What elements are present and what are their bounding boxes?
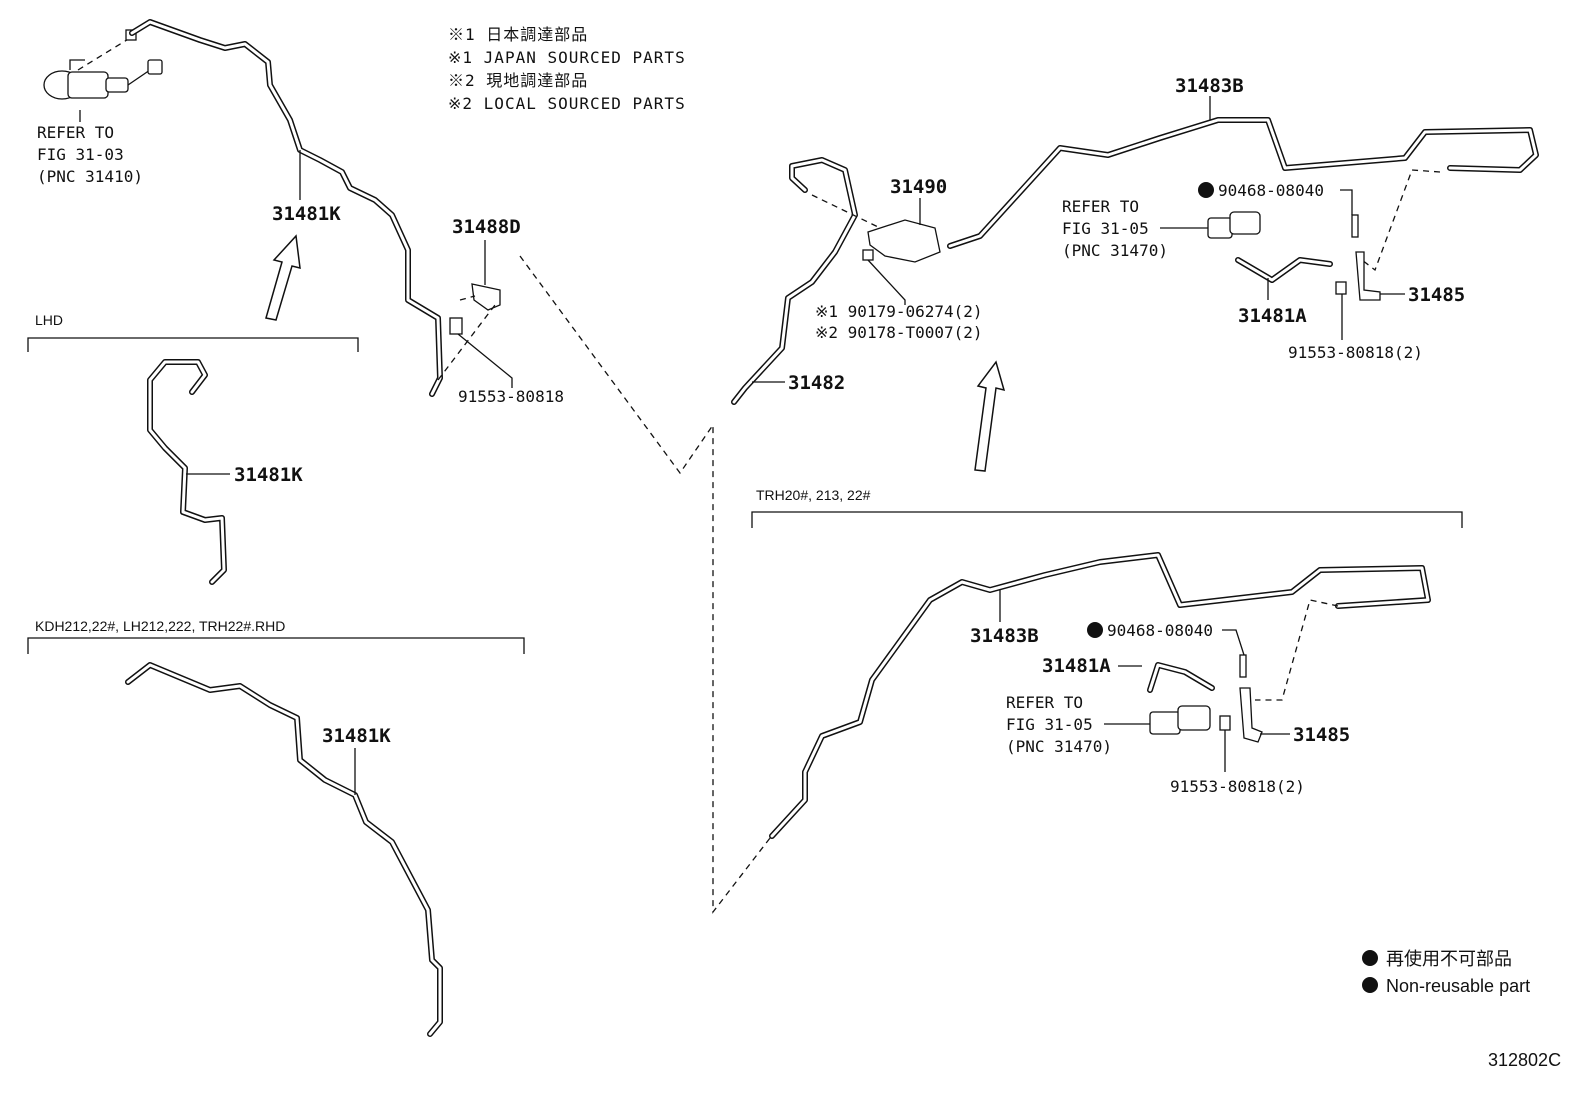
clip-90468-bottom: [1239, 654, 1247, 678]
note-line-3: ※2 現地調達部品: [448, 71, 588, 90]
label-31481K-rhd: 31481K: [322, 725, 391, 747]
tube-31483B-bottom: [769, 552, 1431, 839]
direction-arrow-right: [974, 360, 1006, 472]
section-label-trh: TRH20#, 213, 22#: [756, 487, 871, 503]
legend: 再使用不可部品 Non-reusable part: [1362, 949, 1530, 996]
ref-label-1-line3: (PNC 31410): [37, 167, 143, 186]
ref-label-3-line3: (PNC 31470): [1006, 737, 1112, 756]
connection-dashed-line: [519, 255, 771, 914]
section-bracket-rhd: [27, 637, 525, 654]
ref-label-3-line1: REFER TO: [1006, 693, 1083, 712]
slave-cylinder-bottom: [1149, 705, 1211, 735]
label-31485-top: 31485: [1408, 284, 1465, 306]
legend-dot-en: [1362, 977, 1378, 993]
bracket-31485-bottom: [1239, 687, 1263, 743]
slave-cylinder-top: [1207, 211, 1261, 239]
tube-31481K-rhd: [125, 662, 443, 1037]
label-31482: 31482: [788, 372, 845, 394]
sourcing-notes: ※1 日本調達部品 ※1 JAPAN SOURCED PARTS ※2 現地調達…: [448, 25, 686, 113]
label-31481A-bottom: 31481A: [1042, 655, 1111, 677]
nut-90179: [862, 249, 874, 261]
non-reusable-dot-top: [1198, 182, 1214, 198]
label-91553-80818-b: 91553-80818(2): [1288, 343, 1423, 362]
label-31481A-top: 31481A: [1238, 305, 1307, 327]
section-label-rhd: KDH212,22#, LH212,222, TRH22#.RHD: [35, 618, 285, 634]
hose-31481A-bottom: [1147, 662, 1215, 693]
ref-label-2-line2: FIG 31-05: [1062, 219, 1149, 238]
ref-label-2-line1: REFER TO: [1062, 197, 1139, 216]
label-31481K-lhd: 31481K: [234, 464, 303, 486]
tube-31483B-top: [947, 117, 1539, 249]
ref-label-3-line2: FIG 31-05: [1006, 715, 1093, 734]
note-line-1: ※1 日本調達部品: [448, 25, 588, 44]
legend-text-en: Non-reusable part: [1386, 976, 1530, 996]
clip-90468-top: [1351, 214, 1359, 238]
non-reusable-dot-bottom: [1087, 622, 1103, 638]
direction-arrow-left: [265, 234, 301, 321]
bolt-91553-bottom: [1219, 715, 1231, 731]
hose-31481A-top: [1235, 257, 1333, 283]
label-90468-bottom: 90468-08040: [1107, 621, 1213, 640]
note-line-4: ※2 LOCAL SOURCED PARTS: [448, 94, 686, 113]
bolt-91553-80818: [449, 317, 463, 335]
label-90178: ※2 90178-T0007(2): [815, 323, 983, 342]
label-31481K-top: 31481K: [272, 203, 341, 225]
section-bracket-trh: [751, 511, 1463, 528]
section-bracket-lhd: [27, 337, 359, 352]
tube-31481K-lhd: [147, 359, 227, 585]
tube-31482: [731, 157, 858, 405]
legend-text-jp: 再使用不可部品: [1386, 949, 1512, 969]
label-31485-bottom: 31485: [1293, 724, 1350, 746]
ref-label-2-line3: (PNC 31470): [1062, 241, 1168, 260]
label-91553-80818-c: 91553-80818(2): [1170, 777, 1305, 796]
legend-dot-jp: [1362, 950, 1378, 966]
label-91553-80818-a: 91553-80818: [458, 387, 564, 406]
label-31483B-bottom: 31483B: [970, 625, 1039, 647]
label-90179: ※1 90179-06274(2): [815, 302, 983, 321]
label-90468-top: 90468-08040: [1218, 181, 1324, 200]
master-cylinder-part: [43, 59, 163, 122]
note-line-2: ※1 JAPAN SOURCED PARTS: [448, 48, 686, 67]
label-31488D: 31488D: [452, 216, 521, 238]
ref-label-1-line2: FIG 31-03: [37, 145, 124, 164]
tube-31481K-top: [129, 19, 443, 397]
section-label-lhd: LHD: [35, 312, 63, 328]
label-31483B-top: 31483B: [1175, 75, 1244, 97]
bracket-31490: [867, 219, 941, 263]
bracket-31488D: [471, 283, 501, 311]
ref-label-1-line1: REFER TO: [37, 123, 114, 142]
figure-id: 312802C: [1488, 1050, 1561, 1070]
label-31490: 31490: [890, 176, 947, 198]
bracket-31485-top: [1355, 251, 1381, 301]
bolt-91553-top: [1335, 281, 1347, 295]
